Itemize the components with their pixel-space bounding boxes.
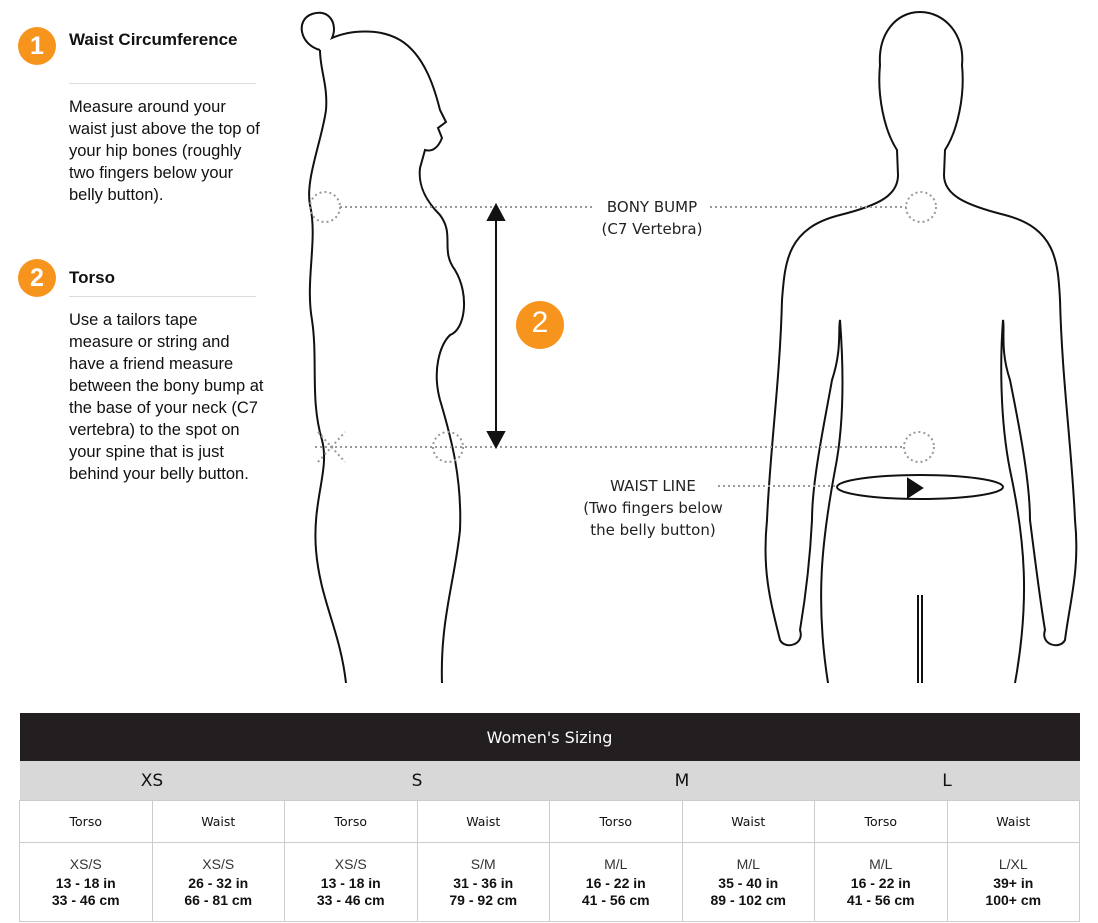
waist-line-title: WAIST LINE xyxy=(610,477,696,495)
womens-sizing-table: Women's Sizing XS S M L Torso Waist Tors… xyxy=(19,713,1080,922)
divider xyxy=(69,83,256,84)
cm: 33 - 46 cm xyxy=(51,891,120,908)
fit: XS/S xyxy=(334,855,367,872)
cm: 100+ cm xyxy=(985,891,1042,908)
waist-line-note: (Two fingers below xyxy=(583,499,723,517)
step-title: Waist Circumference xyxy=(69,30,238,49)
waist-line-note: the belly button) xyxy=(590,521,716,539)
size-header-s: S xyxy=(284,761,550,801)
inches: 16 - 22 in xyxy=(850,874,911,891)
step-title: Torso xyxy=(69,268,115,287)
table-row: Torso Waist Torso Waist Torso Waist Tors… xyxy=(19,800,1080,843)
step-number-badge: 1 xyxy=(18,27,56,65)
waist-line-label: WAIST LINE (Two fingers below the belly … xyxy=(563,475,743,541)
bony-bump-label: BONY BUMP (C7 Vertebra) xyxy=(572,196,732,240)
size-header-l: L xyxy=(814,761,1080,801)
cm: 79 - 92 cm xyxy=(449,891,518,908)
inches: 16 - 22 in xyxy=(585,874,646,891)
step-body: Use a tailors tape measure or string and… xyxy=(69,311,264,483)
cm: 89 - 102 cm xyxy=(710,891,787,908)
fit: M/L xyxy=(604,855,628,872)
side-profile-figure xyxy=(300,11,466,684)
body-measurement-illustration xyxy=(300,11,1078,684)
inches: 13 - 18 in xyxy=(320,874,381,891)
waist-line-ellipse xyxy=(836,474,1004,500)
column-label: Torso xyxy=(814,800,948,843)
torso-measurement-arrow xyxy=(486,202,506,450)
size-header-xs: XS xyxy=(19,761,285,801)
column-label: Torso xyxy=(19,800,153,843)
torso-marker-number: 2 xyxy=(531,306,549,339)
front-figure xyxy=(764,11,1078,684)
column-label: Waist xyxy=(416,800,550,843)
size-header-m: M xyxy=(549,761,815,801)
column-label: Waist xyxy=(946,800,1080,843)
fit: XS/S xyxy=(69,855,102,872)
column-label: Torso xyxy=(549,800,683,843)
inches: 26 - 32 in xyxy=(188,874,249,891)
fit: L/XL xyxy=(998,855,1028,872)
fit: S/M xyxy=(470,855,496,872)
inches: 31 - 36 in xyxy=(453,874,514,891)
inches: 39+ in xyxy=(993,874,1034,891)
fit: M/L xyxy=(736,855,760,872)
fit: XS/S xyxy=(202,855,235,872)
column-label: Waist xyxy=(681,800,815,843)
column-label: Torso xyxy=(284,800,418,843)
cm: 41 - 56 cm xyxy=(581,891,650,908)
torso-marker-badge xyxy=(516,301,564,349)
cm: 33 - 46 cm xyxy=(316,891,385,908)
step-body: Measure around your waist just above the… xyxy=(69,98,260,204)
step-number-badge: 2 xyxy=(18,259,56,297)
inches: 35 - 40 in xyxy=(718,874,779,891)
divider xyxy=(69,296,256,297)
bony-bump-subtitle: (C7 Vertebra) xyxy=(601,220,703,238)
fit: M/L xyxy=(869,855,893,872)
inches: 13 - 18 in xyxy=(55,874,116,891)
bony-bump-title: BONY BUMP xyxy=(606,198,698,216)
table-title: Women's Sizing xyxy=(19,713,1080,761)
cm: 41 - 56 cm xyxy=(846,891,915,908)
column-label: Waist xyxy=(151,800,285,843)
cm: 66 - 81 cm xyxy=(184,891,253,908)
